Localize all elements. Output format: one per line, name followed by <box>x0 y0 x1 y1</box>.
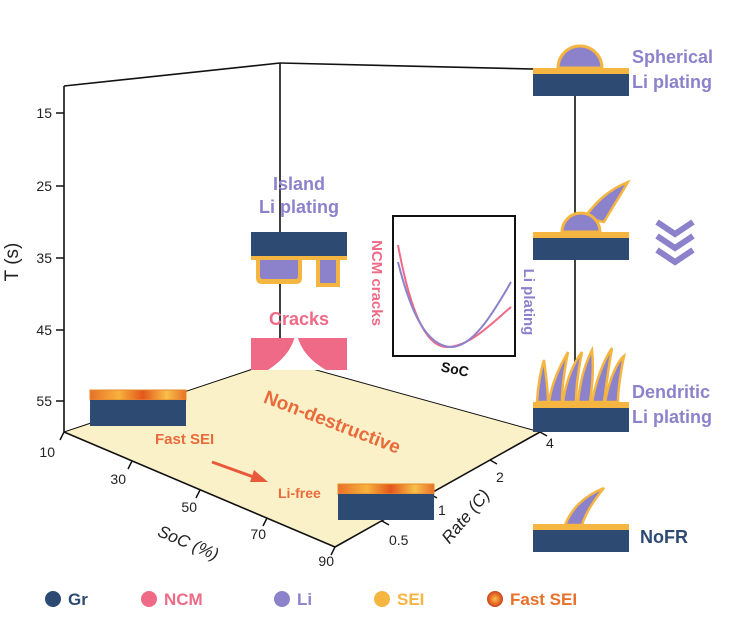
li-plating-curve <box>397 261 512 349</box>
island-label-line1: Island <box>273 174 325 194</box>
soc-tick-label: 50 <box>181 499 197 515</box>
t-axis-label: T (s) <box>2 243 23 282</box>
dendritic-label-line1: Dendritic <box>632 382 710 402</box>
soc-axis-line <box>63 431 336 548</box>
legend-label: Li <box>297 590 312 609</box>
top-edge-right <box>279 62 576 71</box>
legend-item-gr: Gr <box>45 590 88 609</box>
spherical-electrode <box>533 44 629 96</box>
fast-sei-electrode <box>89 389 187 426</box>
spherical-label-line2: Li plating <box>632 72 712 92</box>
rate-axis-line <box>334 431 541 548</box>
t-tick-label: 25 <box>36 178 52 194</box>
li-free-label: Li-free <box>278 485 321 501</box>
legend-item-fast-sei: Fast SEI <box>487 590 577 609</box>
fast-sei-label: Fast SEI <box>155 431 214 448</box>
nofr-electrode <box>533 486 629 552</box>
rate-tick-label: 4 <box>546 435 554 451</box>
soc-tick-label: 30 <box>110 471 126 487</box>
rate-tick-label: 0.5 <box>389 532 409 548</box>
nofr-label: NoFR <box>640 527 688 547</box>
island-label-line2: Li plating <box>259 197 339 217</box>
legend-item-sei: SEI <box>374 590 424 609</box>
t-axis: 15 25 35 45 55 T (s) <box>2 105 64 409</box>
legend-item-li: Li <box>274 590 312 609</box>
inset-right-label: Li plating <box>520 269 537 336</box>
cracks-label: Cracks <box>269 309 329 329</box>
ncm-crack-block <box>251 330 347 370</box>
soc-tick-label: 10 <box>39 444 55 460</box>
legend: Gr NCM Li SEI Fast SEI <box>45 590 577 609</box>
top-edge-left <box>63 62 281 87</box>
t-tick-label: 15 <box>36 105 52 121</box>
soc-tick-label: 70 <box>250 526 266 542</box>
li-free-electrode <box>337 483 435 520</box>
chevron-down-icon <box>655 219 695 266</box>
legend-item-ncm: NCM <box>141 590 203 609</box>
t-tick-label: 45 <box>36 322 52 338</box>
t-tick-label: 55 <box>36 393 52 409</box>
legend-label: Gr <box>68 590 88 609</box>
arrow-icon <box>211 460 268 482</box>
legend-label: NCM <box>164 590 203 609</box>
inset-plot: SoC NCM cracks Li plating <box>368 215 537 380</box>
legend-label: Fast SEI <box>510 590 577 609</box>
dendritic-electrode <box>533 345 629 432</box>
soc-tick-label: 90 <box>318 553 334 569</box>
t-tick-label: 35 <box>36 250 52 266</box>
back-floor-edge-right <box>279 359 541 433</box>
legend-label: SEI <box>397 590 424 609</box>
inset-left-label: NCM cracks <box>368 240 385 326</box>
inset-x-label: SoC <box>440 358 471 379</box>
transition-electrode <box>533 179 631 260</box>
rate-axis-label: Rate (C) <box>438 486 494 547</box>
rate-tick-label: 2 <box>496 469 504 485</box>
soc-axis-label: SoC (%) <box>155 522 222 565</box>
island-electrode <box>251 232 347 287</box>
rate-tick-label: 1 <box>438 502 446 518</box>
dendritic-label-line2: Li plating <box>632 407 712 427</box>
spherical-label-line1: Spherical <box>632 47 713 67</box>
